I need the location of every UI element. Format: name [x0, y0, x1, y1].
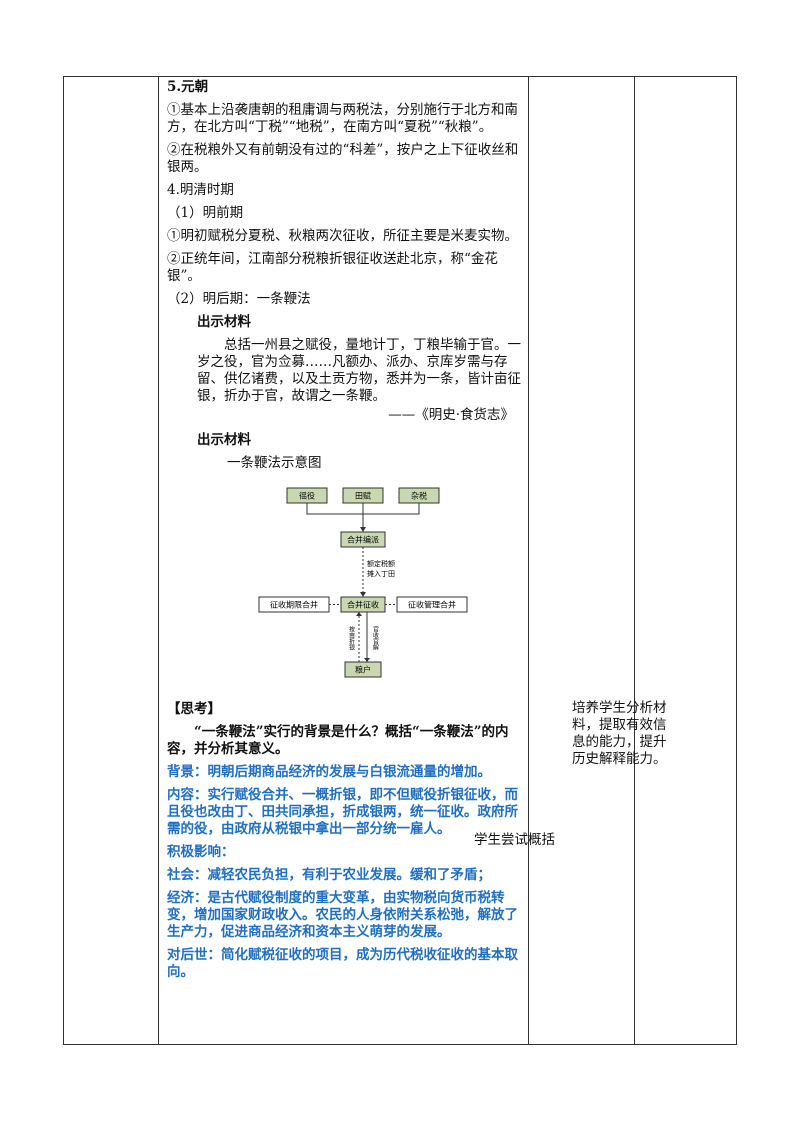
design-purpose: 培养学生分析材料，提取有效信息的能力，提升历史解释能力。 [572, 700, 667, 767]
early-ming-point-1: ①明初赋税分夏税、秋粮两次征收，所征主要是米麦实物。 [167, 228, 518, 244]
material-label: 出示材料 [197, 314, 251, 330]
content-cell: 5.元朝 ①基本上沿袭唐朝的租庸调与两税法，分别施行于北方和南方，在北方叫“丁税… [159, 77, 528, 1044]
answer-background: 背景：明朝后期商品经济的发展与白银流通量的增加。 [167, 764, 491, 780]
arrow-right-label: 官收官解 [372, 625, 379, 651]
note-2: 摊入丁田 [367, 569, 395, 578]
early-ming-title: （1）明前期 [167, 205, 244, 221]
answer-society: 社会：减轻农民负担，有利于农业发展。缓和了矛盾； [167, 867, 491, 883]
early-ming-point-2: ②正统年间，江南部分税粮折银征收送赴北京，称“金花银”。 [167, 251, 498, 284]
arrowhead [360, 592, 366, 597]
box-merge-label: 合并编派 [347, 535, 379, 545]
column-divider [158, 77, 159, 1044]
box-right-label: 征收管理合并 [408, 600, 456, 610]
mingqing-heading: 4.明清时期 [167, 182, 234, 198]
answer-impact: 积极影响： [167, 844, 235, 860]
answer-later: 对后世：简化赋税征收的项目，成为历代税收征收的基本取向。 [167, 947, 518, 980]
late-ming-title: （2）明后期：一条鞭法 [167, 291, 311, 307]
box-tianfu-label: 田赋 [355, 492, 371, 501]
box-left-label: 征收期限合并 [270, 600, 318, 610]
arrowhead [356, 612, 362, 616]
diagram-caption: 一条鞭法示意图 [227, 455, 322, 471]
student-activity: 学生尝试概括 [474, 832, 555, 848]
yuan-heading: 5.元朝 [167, 79, 209, 95]
column-divider [634, 77, 635, 1044]
answer-economy: 经济：是古代赋役制度的重大变革，由实物税向货币税转变，增加国家财政收入。农民的人… [167, 890, 518, 940]
note-1: 额定税额 [367, 559, 395, 568]
box-bottom [344, 661, 382, 678]
answer-content: 内容：实行赋役合并、一概折银，即不但赋役折银征收，而且役也改由丁、田共同承担，折… [167, 787, 518, 837]
box-bottom-label: 粮户 [355, 665, 371, 675]
material-label-2: 出示材料 [197, 432, 251, 448]
yitiaobian-diagram: 徭役 田赋 杂税 合并编派 额定税额 摊入丁田 征收期限合并 合并征收 [258, 487, 468, 678]
box-center-label: 合并征收 [347, 600, 379, 610]
box-right [396, 596, 468, 613]
arrow-left-label: 按亩折银 [348, 625, 355, 651]
material-source: ——《明史·食货志》 [388, 407, 514, 423]
think-label: 【思考】 [167, 701, 221, 717]
box-yaoyi-label: 徭役 [299, 491, 315, 501]
think-question: “一条鞭法”实行的背景是什么？概括“一条鞭法”的内容，并分析其意义。 [167, 724, 509, 757]
yuan-point-1: ①基本上沿袭唐朝的租庸调与两税法，分别施行于北方和南方，在北方叫“丁税”“地税”… [167, 102, 518, 135]
arrowhead [360, 527, 366, 532]
arrowhead [364, 658, 370, 662]
connector-top [306, 503, 420, 531]
lesson-table: 5.元朝 ①基本上沿袭唐朝的租庸调与两税法，分别施行于北方和南方，在北方叫“丁税… [63, 76, 737, 1045]
material-quote: 总括一州县之赋役，量地计丁，丁粮毕输于官。一岁之役，官为佥募……凡额办、派办、京… [197, 337, 521, 404]
column-divider [528, 77, 529, 1044]
box-zashui-label: 杂税 [411, 491, 427, 501]
yuan-point-2: ②在税粮外又有前朝没有过的“科差”，按户之上下征收丝和银两。 [167, 142, 519, 175]
